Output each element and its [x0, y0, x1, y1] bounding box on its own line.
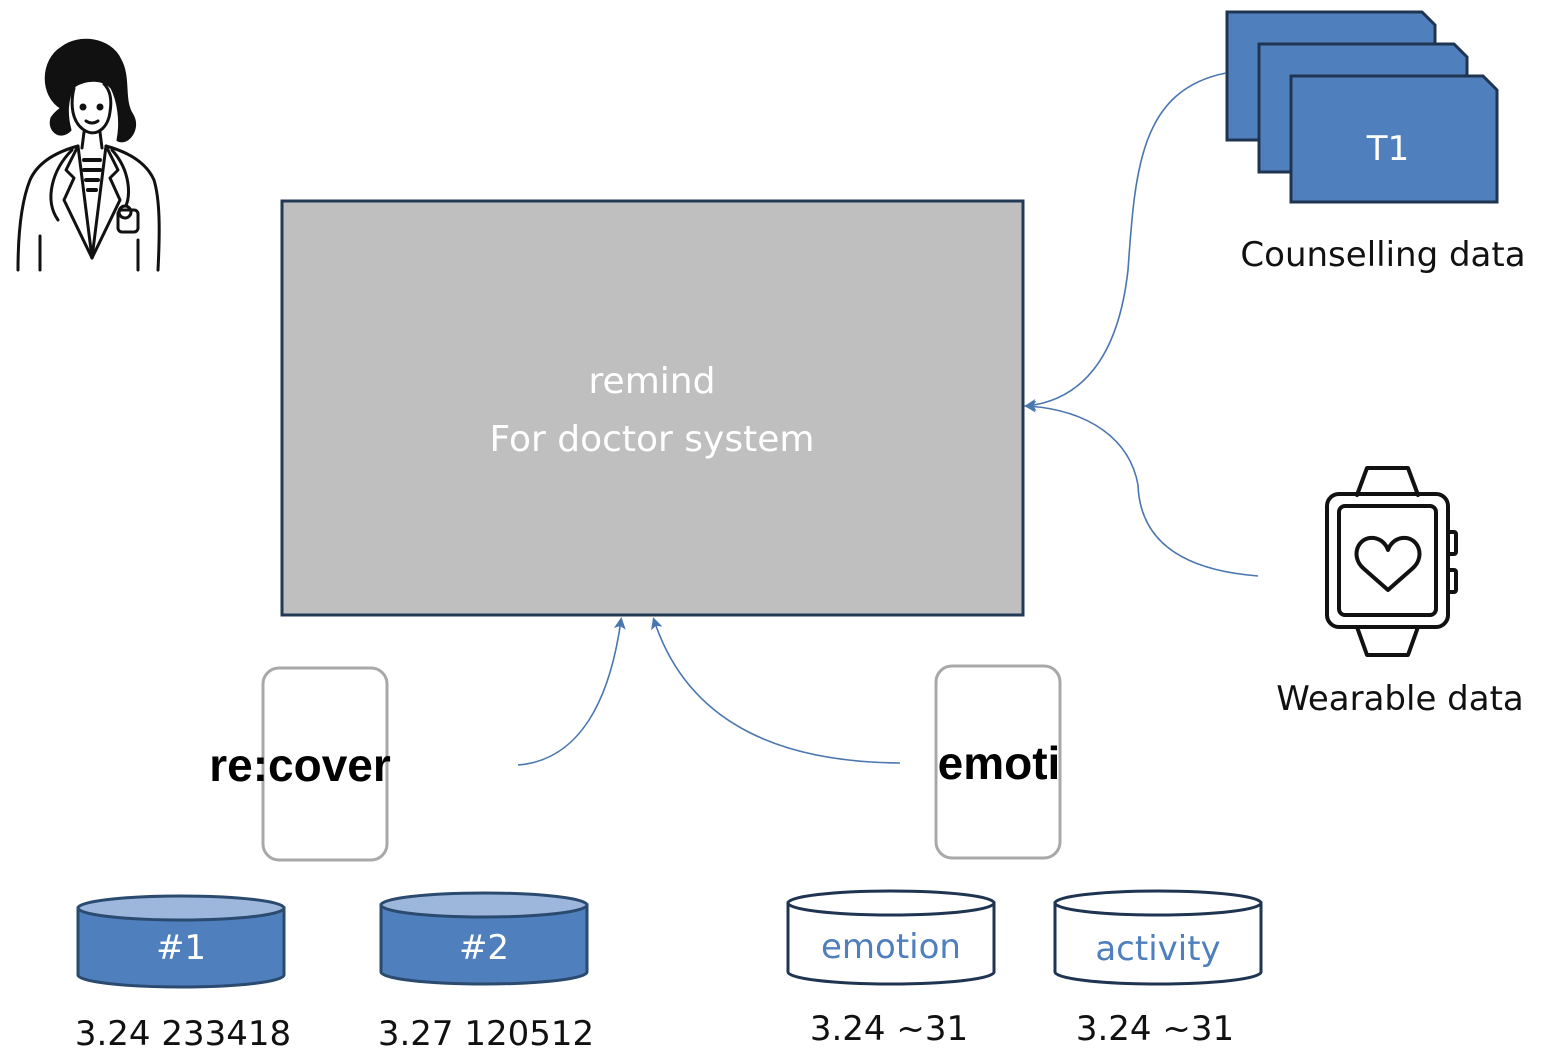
database-icon	[1053, 901, 1263, 986]
database-1: #1 3.24 233418	[75, 894, 291, 1052]
main-box-subtitle: For doctor system	[490, 419, 815, 460]
database-2: #2 3.27 120512	[378, 891, 594, 1052]
recover-logo: re:cover	[209, 739, 391, 791]
arrow-wearable-to-system	[1024, 400, 1259, 577]
document-card-label: T1	[1366, 129, 1409, 169]
main-box-title: remind	[589, 361, 716, 402]
smartwatch-heart-icon	[1325, 466, 1458, 657]
database-caption: 3.24 233418	[75, 1014, 291, 1052]
arrow-recover-to-system	[517, 617, 626, 766]
database-caption: 3.24 ~31	[810, 1009, 968, 1049]
document-card-front	[1289, 74, 1499, 204]
doctor-icon	[16, 38, 161, 272]
database-caption: 3.24 ~31	[1076, 1009, 1234, 1049]
database-icon	[76, 906, 286, 989]
database-label: activity	[1095, 929, 1220, 969]
database-caption: 3.27 120512	[378, 1014, 594, 1052]
wearable-caption: Wearable data	[1276, 679, 1524, 719]
database-label: emotion	[821, 927, 961, 967]
main-system-box	[280, 199, 1025, 617]
database-emotion: emotion 3.24 ~31	[786, 889, 996, 1049]
database-icon	[786, 901, 996, 986]
database-icon	[379, 903, 589, 986]
emoti-logo: emoti	[938, 737, 1061, 789]
database-label: #2	[459, 928, 509, 968]
phone-icon	[261, 666, 389, 862]
arrow-emoti-to-system	[651, 617, 901, 764]
database-activity: activity 3.24 ~31	[1053, 889, 1263, 1049]
phone-icon	[934, 664, 1062, 860]
database-label: #1	[156, 928, 206, 968]
arrow-counselling-to-system	[1024, 72, 1227, 411]
counselling-caption: Counselling data	[1240, 235, 1525, 275]
document-stack-icon	[1225, 10, 1499, 204]
